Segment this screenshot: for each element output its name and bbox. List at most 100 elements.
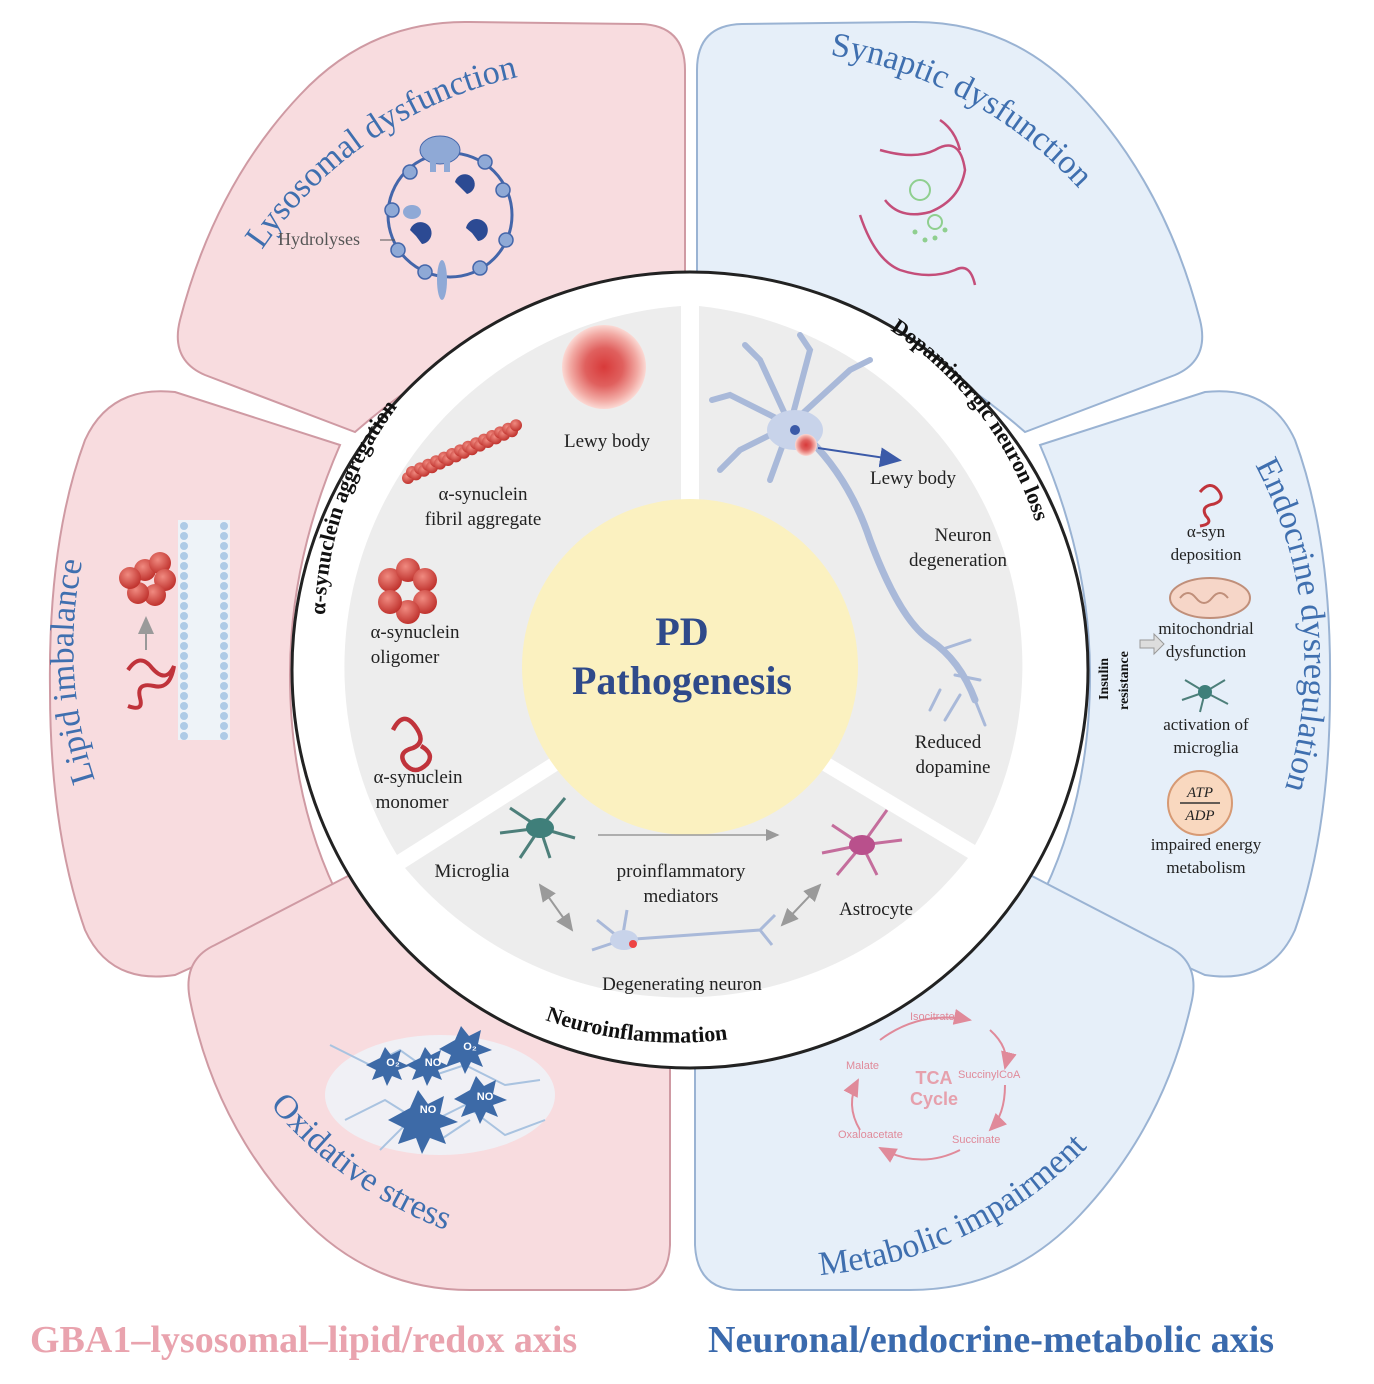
synapse-illustration xyxy=(858,118,977,286)
lipid-head xyxy=(220,572,228,580)
oxi-badge-1: NO xyxy=(420,1104,437,1116)
lipid-head xyxy=(180,602,188,610)
hydrolyses-label: Hydrolyses xyxy=(278,229,360,249)
astrocyte-neuron-arrow xyxy=(780,883,822,927)
monomer-icon xyxy=(390,716,433,773)
lipid-head xyxy=(220,582,228,590)
lipid-head xyxy=(180,712,188,720)
lipid-head xyxy=(220,642,228,650)
tca-title-line2: Cycle xyxy=(910,1089,958,1109)
lipid-head xyxy=(180,642,188,650)
lipid-head xyxy=(180,592,188,600)
lipid-head xyxy=(220,732,228,740)
svg-text:Insulin: Insulin xyxy=(1097,658,1112,700)
lipid-head xyxy=(220,592,228,600)
astrocyte-label: Astrocyte xyxy=(839,899,913,920)
tca-node-succinylcoa: SuccinylCoA xyxy=(958,1069,1021,1081)
endo-item-3-line1: activation of xyxy=(1163,715,1249,734)
lipid-head xyxy=(180,662,188,670)
fibril-aggregate-icon xyxy=(402,419,522,484)
tca-cycle-illustration xyxy=(843,1009,1017,1163)
lipid-membrane-illustration xyxy=(119,520,230,740)
tca-title-line1: TCA xyxy=(916,1068,953,1088)
lipid-head xyxy=(220,562,228,570)
endo-item-1-line2: deposition xyxy=(1171,545,1242,564)
lewy-body-icon xyxy=(562,325,646,409)
lipid-head xyxy=(220,632,228,640)
lewy-body-label: Lewy body xyxy=(564,431,651,452)
lipid-head xyxy=(180,702,188,710)
svg-text:resistance: resistance xyxy=(1117,651,1132,710)
axis-label-left: GBA1–lysosomal–lipid/redox axis xyxy=(30,1319,578,1361)
lipid-head xyxy=(220,602,228,610)
tca-node-malate: Malate xyxy=(846,1060,879,1072)
oxi-badge-2: O₂ xyxy=(463,1041,477,1053)
degeneration-label-line1: Neuron xyxy=(935,525,992,546)
atp-label: ATP xyxy=(1186,785,1213,801)
neuron-lewy-body xyxy=(795,434,817,456)
lipid-head xyxy=(220,652,228,660)
tca-node-oxaloacetate: Oxaloacetate xyxy=(838,1129,903,1141)
fibril-bead xyxy=(510,419,522,432)
lipid-head xyxy=(220,692,228,700)
lipid-head xyxy=(220,672,228,680)
axis-label-right: Neuronal/endocrine-metabolic axis xyxy=(708,1319,1275,1361)
oxi-badge-3: NO xyxy=(477,1091,494,1103)
lipid-head xyxy=(180,652,188,660)
lipid-head xyxy=(220,702,228,710)
monomer-label-line2: monomer xyxy=(376,792,449,813)
dopa-lewy-body-label: Lewy body xyxy=(870,468,957,489)
adp-label: ADP xyxy=(1184,808,1214,824)
microglia-neuron-arrow xyxy=(538,883,574,932)
lipid-head xyxy=(180,542,188,550)
lipid-head xyxy=(220,542,228,550)
monomer-label-line1: α-synuclein xyxy=(373,767,463,788)
lipid-head xyxy=(220,662,228,670)
neuron-nucleus xyxy=(790,425,800,435)
insulin-resistance-label: Insulin resistance xyxy=(1097,651,1132,710)
lipid-head xyxy=(180,622,188,630)
center-title-line1: PD xyxy=(655,609,708,654)
lewy-body-pointer-arrow xyxy=(817,447,902,468)
tca-node-succinate: Succinate xyxy=(952,1134,1000,1146)
microglia-label: Microglia xyxy=(435,861,510,882)
lipid-head xyxy=(220,682,228,690)
endo-item-4-line1: impaired energy xyxy=(1151,835,1262,854)
mediators-label-line2: mediators xyxy=(644,886,719,907)
degenerating-neuron-lewy xyxy=(629,940,637,948)
lipid-head xyxy=(220,552,228,560)
lipid-head xyxy=(180,522,188,530)
tca-nodes: Isocitrate SuccinylCoA Succinate Oxaloac… xyxy=(838,1011,1021,1146)
petal-endocrine xyxy=(1038,390,1332,978)
lipid-head xyxy=(220,612,228,620)
lipid-head xyxy=(180,562,188,570)
lipid-head xyxy=(180,532,188,540)
fibril-label-line1: α-synuclein xyxy=(438,484,528,505)
lipid-head xyxy=(180,672,188,680)
lipid-head xyxy=(180,692,188,700)
endo-item-1-line1: α-syn xyxy=(1187,522,1226,541)
oxi-badge-4: O₂ xyxy=(386,1057,400,1069)
tca-node-isocitrate: Isocitrate xyxy=(910,1011,955,1023)
endocrine-items xyxy=(1139,484,1251,836)
degeneration-label-line2: degeneration xyxy=(909,550,1008,571)
lipid-head xyxy=(220,722,228,730)
lipid-head xyxy=(180,682,188,690)
lipid-head xyxy=(220,622,228,630)
fibril-label-line2: fibril aggregate xyxy=(425,509,542,530)
lipid-head xyxy=(180,572,188,580)
reduced-dopamine-label-line1: Reduced xyxy=(915,732,982,753)
center-title-line2: Pathogenesis xyxy=(572,658,792,703)
oligomer-icon xyxy=(378,558,437,624)
endo-item-2-line1: mitochondrial xyxy=(1158,619,1254,638)
center-circle xyxy=(522,499,858,835)
lipid-head xyxy=(220,522,228,530)
endo-item-2-line2: dysfunction xyxy=(1166,642,1247,661)
oxi-badge-5: NO xyxy=(425,1057,442,1069)
oxidative-illustration: NO O₂ NO O₂ NO xyxy=(325,1026,555,1155)
mediators-label-line1: proinflammatory xyxy=(617,861,746,882)
reduced-dopamine-label-line2: dopamine xyxy=(916,757,991,778)
lipid-head xyxy=(220,712,228,720)
lipid-head xyxy=(180,552,188,560)
